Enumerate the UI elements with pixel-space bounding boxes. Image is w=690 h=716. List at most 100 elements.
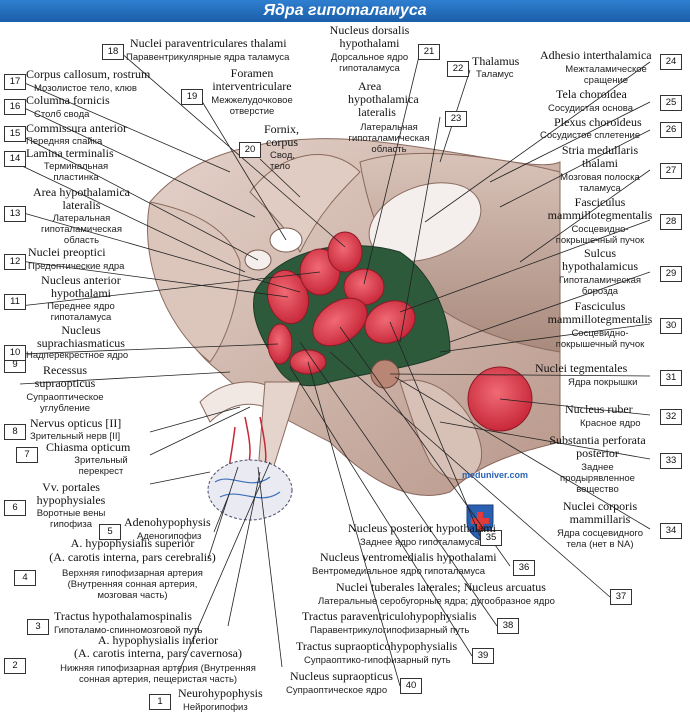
label-6-russian: Воротные вены xyxy=(36,508,106,519)
label-number-11: 11 xyxy=(4,294,26,310)
label-11-latin: Nucleus anterior xyxy=(41,273,121,287)
label-24-latin: Adhesio interthalamica xyxy=(540,48,652,62)
label-number-1: 1 xyxy=(149,694,171,710)
label-14-russian-2: пластинка xyxy=(53,172,99,183)
label-10-russian: Надперекрестное ядро xyxy=(26,350,129,361)
label-35-latin: Nucleus posterior hypothalami xyxy=(348,521,496,535)
label-23-russian: Латеральная xyxy=(360,122,418,133)
label-6-latin-2: hypophysiales xyxy=(36,493,106,507)
nucleus-ventromedialis xyxy=(312,297,368,347)
label-31-russian: Ядра покрышки xyxy=(568,377,638,388)
label-23-latin-3: lateralis xyxy=(358,105,396,119)
label-12-latin: Nuclei preoptici xyxy=(28,245,106,259)
label-number-36: 36 xyxy=(513,560,535,576)
label-16-russian: Столб свода xyxy=(34,109,90,120)
label-number-29: 29 xyxy=(660,266,682,282)
label-23-latin: Area xyxy=(358,79,382,93)
label-28-russian-2: покрышечный пучок xyxy=(555,235,645,246)
label-6-latin: Vv. portales xyxy=(42,480,100,494)
label-20-latin: Fornix, xyxy=(264,122,300,136)
label-number-15: 15 xyxy=(4,126,26,142)
label-18-russian: Паравентрикулярные ядра таламуса xyxy=(126,52,290,63)
label-7-russian: Зрительный xyxy=(74,455,128,466)
label-number-40: 40 xyxy=(400,678,422,694)
label-number-10: 10 xyxy=(4,345,26,361)
label-19-latin-2: interventriculare xyxy=(212,79,292,93)
label-2-russian-2: сонная артерия, пещеристая часть) xyxy=(78,674,238,685)
label-10-latin-2: suprachiasmaticus xyxy=(37,336,125,350)
label-21-russian-2: гипоталамуса xyxy=(339,63,400,74)
label-14-russian: Терминальная xyxy=(43,161,109,172)
label-number-17: 17 xyxy=(4,74,26,90)
label-14-latin: Lamina terminalis xyxy=(26,146,114,160)
label-21-latin: Nucleus dorsalis xyxy=(329,23,410,37)
label-23-latin-2: hypothalamica xyxy=(348,92,419,106)
label-37-russian: Латеральные серобугорные ядра; дугообраз… xyxy=(318,596,555,607)
label-30-russian: Сосцевидно- xyxy=(571,328,629,339)
label-30-latin: Fasciculus xyxy=(574,299,626,313)
label-18-latin: Nuclei paraventriculares thalami xyxy=(130,36,287,50)
label-27-russian: Мозговая полоска xyxy=(560,172,640,183)
label-4-latin: A. hypophysialis superior xyxy=(70,536,195,550)
nucleus-paraventricularis xyxy=(327,231,363,273)
label-33-russian-2: продырявленное xyxy=(560,473,635,484)
label-34-latin-2: mammillaris xyxy=(569,512,631,526)
label-15-russian: Передняя спайка xyxy=(26,136,103,147)
label-22-russian: Таламус xyxy=(476,69,514,80)
label-1-russian: Нейрогипофиз xyxy=(183,702,248,713)
label-24-russian-2: сращение xyxy=(583,75,629,86)
label-29-russian: Гипоталамическая xyxy=(558,275,642,286)
label-34-russian-2: тела (нет в NA) xyxy=(566,539,634,550)
label-number-35: 35 xyxy=(480,530,502,546)
label-2-latin-2: (A. carotis interna, pars cavernosa) xyxy=(74,646,242,660)
label-number-32: 32 xyxy=(660,409,682,425)
label-37-latin: Nuclei tuberales laterales; Nucleus arcu… xyxy=(336,580,546,594)
label-31-latin: Nuclei tegmentales xyxy=(535,361,628,375)
label-number-30: 30 xyxy=(660,318,682,334)
label-24-russian: Межталамическое xyxy=(565,64,647,75)
label-11-latin-2: hypothalami xyxy=(51,286,111,300)
label-11-russian: Переднее ядро xyxy=(47,301,115,312)
label-26-russian: Сосудистое сплетение xyxy=(540,130,641,141)
label-28-latin-2: mammillotegmentalis xyxy=(547,208,653,222)
label-5-latin: Adenohypophysis xyxy=(124,515,211,529)
page-title: Ядра гипоталамуса xyxy=(263,2,427,19)
label-number-28: 28 xyxy=(660,214,682,230)
nervus-opticus xyxy=(199,381,271,423)
fornix xyxy=(249,154,361,254)
label-33-russian: Заднее xyxy=(581,462,614,473)
label-21-russian: Дорсальное ядро xyxy=(330,52,409,63)
label-6-russian-2: гипофиза xyxy=(50,519,92,530)
label-28-russian: Сосцевидно- xyxy=(571,224,629,235)
label-number-19: 19 xyxy=(181,89,203,105)
label-number-27: 27 xyxy=(660,163,682,179)
label-9-russian: Супраоптическое xyxy=(26,392,104,403)
label-12-russian: Предоптические ядра xyxy=(28,261,125,272)
label-number-22: 22 xyxy=(447,61,469,77)
label-32-latin: Nucleus ruber xyxy=(565,402,633,416)
label-33-latin: Substantia perforata xyxy=(549,433,646,447)
label-39-latin: Tractus supraopticohypophysialis xyxy=(296,639,458,653)
label-number-12: 12 xyxy=(4,254,26,270)
label-27-latin-2: thalami xyxy=(582,156,618,170)
label-27-latin: Stria medullaris xyxy=(561,143,639,157)
label-4-russian-2: (Внутренняя сонная артерия, xyxy=(67,579,198,590)
label-number-7: 7 xyxy=(16,447,38,463)
label-36-latin: Nucleus ventromedialis hypothalami xyxy=(320,550,497,564)
label-38-russian: Паравентрикулогипофизарный путь xyxy=(310,625,470,636)
label-4-russian: Верхняя гипофизарная артерия xyxy=(62,568,203,579)
label-29-russian-2: борозда xyxy=(581,286,619,297)
label-16-latin: Columna fornicis xyxy=(26,93,110,107)
label-number-33: 33 xyxy=(660,453,682,469)
label-8-russian: Зрительный нерв [II] xyxy=(30,431,121,442)
label-number-14: 14 xyxy=(4,151,26,167)
watermark: meduniver.com xyxy=(462,470,529,480)
label-21-latin-2: hypothalami xyxy=(339,36,400,50)
label-13-russian-3: область xyxy=(63,235,100,246)
label-8-latin: Nervus opticus [II] xyxy=(30,416,122,430)
label-number-26: 26 xyxy=(660,122,682,138)
label-28-latin: Fasciculus xyxy=(574,195,626,209)
label-29-latin-2: hypothalamicus xyxy=(562,259,638,273)
label-3-latin: Tractus hypothalamospinalis xyxy=(54,609,192,623)
